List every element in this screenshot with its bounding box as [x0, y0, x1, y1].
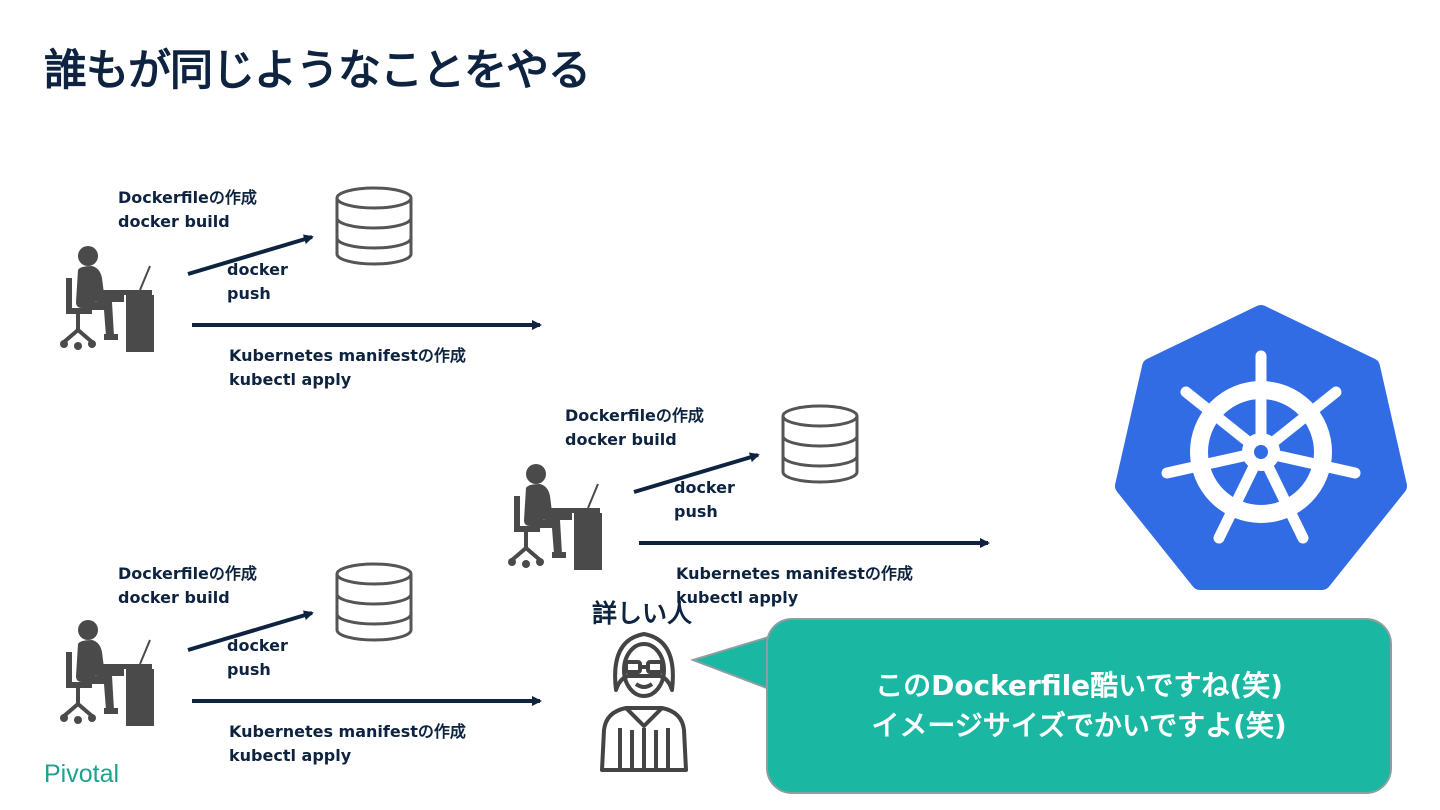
push-arrow — [633, 452, 760, 494]
speech-bubble-tail — [689, 634, 773, 692]
expert-person-icon — [600, 632, 688, 772]
speech-line: イメージサイズでかいですよ(笑) — [871, 709, 1287, 742]
database-icon — [335, 562, 413, 642]
brand-logo: Pivotal — [44, 760, 120, 788]
page-title: 誰もが同じようなことをやる — [44, 46, 591, 96]
developer-icon — [58, 246, 156, 354]
speech-bubble-text: このDockerfile酷いですね(笑) イメージサイズでかいですよ(笑) — [766, 618, 1392, 794]
push-arrow — [187, 234, 314, 276]
speech-bubble — [766, 618, 1392, 794]
database-icon — [335, 186, 413, 266]
database-icon — [781, 404, 859, 484]
speech-line: このDockerfile酷いですね(笑) — [875, 669, 1283, 702]
kubernetes-logo-icon — [1115, 305, 1407, 590]
push-arrow — [187, 610, 314, 652]
expert-label: 詳しい人 — [592, 599, 693, 628]
developer-icon — [58, 620, 156, 728]
developer-icon — [506, 464, 604, 572]
